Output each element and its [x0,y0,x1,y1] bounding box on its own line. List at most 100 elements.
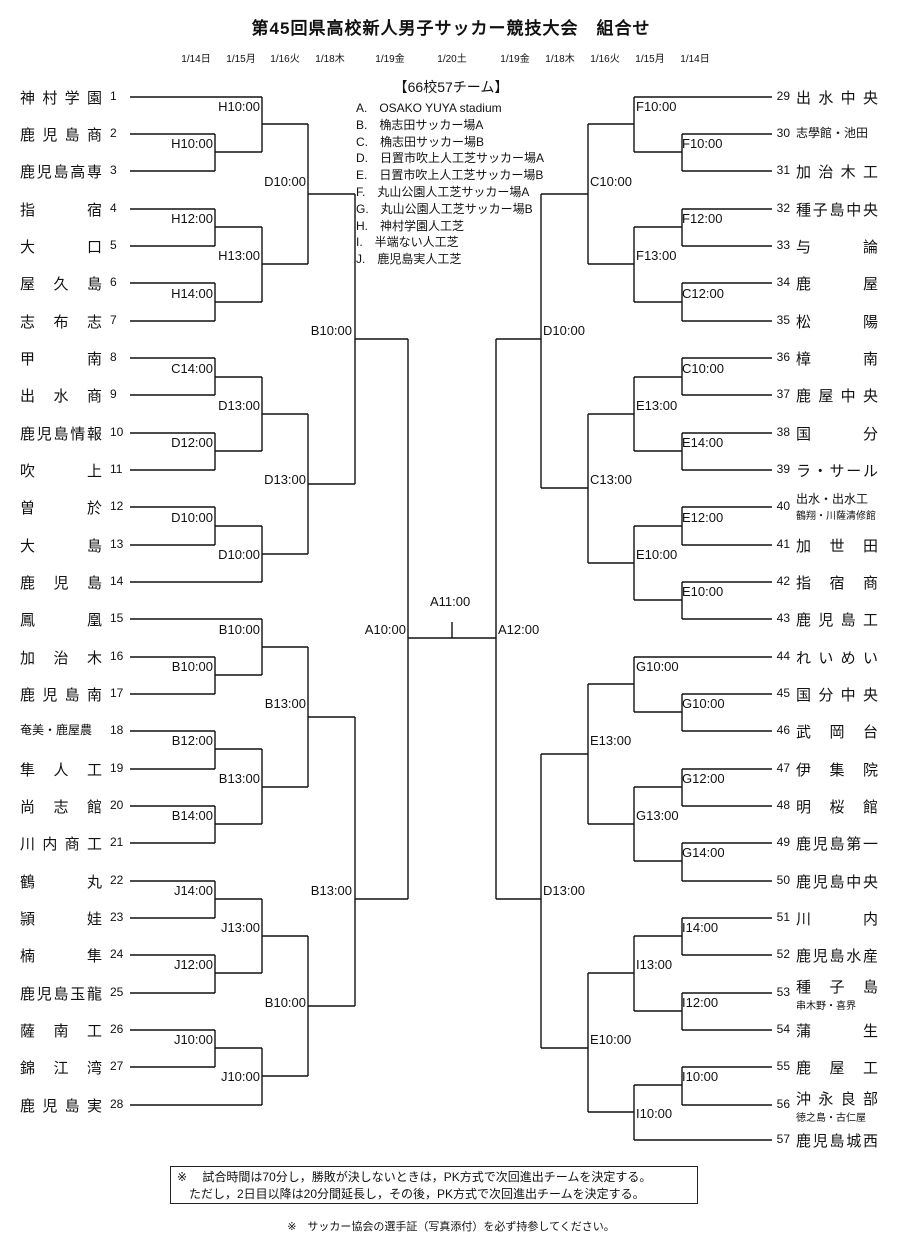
round-date: 1/18木 [315,54,345,65]
match-time-label: J10:00 [220,1069,260,1084]
seed-number: 13 [110,537,124,551]
team-name: 鹿児島南 [20,687,102,704]
seed-number: 16 [110,649,124,663]
team-name: 奄美・鹿屋農 [20,723,93,737]
seed-number: 50 [776,873,790,887]
seed-number: 4 [110,201,117,215]
match-time-label: I10:00 [636,1106,673,1121]
seed-number: 33 [776,238,790,252]
page-title: 第45回県高校新人男子サッカー競技大会 組合せ [251,19,651,38]
team-name: 吹 上 [20,463,102,480]
seed-number: 2 [110,126,117,140]
team-name: ラ・サール [796,463,878,480]
seed-number: 42 [776,574,790,588]
round-date: 1/14日 [680,54,710,65]
match-time-label: G10:00 [682,696,725,711]
seed-number: 46 [776,723,790,737]
seed-number: 18 [110,723,124,737]
seed-number: 57 [776,1132,790,1146]
match-time-label: A12:00 [498,622,540,637]
seed-number: 6 [110,275,117,289]
match-time-label: J14:00 [173,883,213,898]
seed-number: 27 [110,1059,124,1073]
team-name: 楠 隼 [20,948,102,965]
seed-number: 23 [110,910,124,924]
seed-number: 30 [776,126,790,140]
team-entry: 錦江湾 [20,1057,102,1078]
seed-number: 47 [776,761,790,775]
team-entry: 加治木 [20,647,102,668]
seed-number: 22 [110,873,124,887]
round-date: 1/19金 [375,54,405,65]
seed-number: 53 [776,985,790,999]
team-name: 鹿児島玉龍 [20,986,102,1003]
seed-number: 21 [110,835,124,849]
team-entry: 松 陽 [796,311,878,332]
team-name: 国 分 [796,426,878,443]
team-name: 国分中央 [796,687,878,704]
team-name: 鹿児島工 [796,612,878,629]
match-time-label: D10:00 [543,323,585,338]
team-name: 大 島 [20,538,102,555]
team-entry: ラ・サール [796,460,878,481]
team-name: 頴 娃 [20,911,102,928]
match-time-label: H13:00 [218,248,260,263]
team-entry: 明桜館 [796,796,878,817]
team-entry: 曽 於 [20,497,102,518]
round-date: 1/19金 [500,54,530,65]
match-time-label: D13:00 [264,472,306,487]
round-date: 1/16火 [590,54,620,65]
team-entry: 鹿児島工 [796,609,878,630]
team-sub-name: 鶴翔・川薩清修館 [796,511,876,522]
seed-number: 43 [776,611,790,625]
team-name: 指 宿 [20,202,102,219]
team-name: 加世田 [796,538,878,555]
seed-number: 48 [776,798,790,812]
match-time-label: C13:00 [590,472,632,487]
team-name: 鹿児島中央 [796,874,878,891]
match-time-label: D13:00 [543,883,585,898]
team-entry: 屋久島 [20,273,102,294]
team-entry: 蒲 生 [796,1020,878,1041]
match-time-label: B14:00 [171,808,213,823]
seed-number: 28 [110,1097,124,1111]
team-entry: 楠 隼 [20,945,102,966]
team-entry: 出水商 [20,385,102,406]
round-date: 1/18木 [545,54,575,65]
match-time-label: J12:00 [173,957,213,972]
team-entry: 鳳 凰 [20,609,102,630]
match-time-label: E10:00 [636,547,678,562]
team-name: 明桜館 [796,799,878,816]
match-time-label: E13:00 [590,733,632,748]
venue-item: E. 日置市吹上人工芝サッカー場B [356,168,544,183]
match-time-label: F13:00 [636,248,677,263]
seed-number: 37 [776,387,790,401]
team-name: 薩南工 [20,1023,102,1040]
team-name: 出水商 [20,388,102,405]
team-entry: 鶴 丸 [20,871,102,892]
team-entry: 志學館・池田 [796,124,878,141]
match-time-label: I14:00 [682,920,719,935]
seed-number: 1 [110,89,117,103]
match-time-label: B10:00 [310,323,352,338]
match-time-label: D13:00 [218,398,260,413]
seed-number: 56 [776,1097,790,1111]
seed-number: 25 [110,985,124,999]
team-name: 沖永良部 [796,1091,878,1108]
match-time-label: B10:00 [264,995,306,1010]
team-entry: 大 島 [20,535,102,556]
venue-item: C. 桷志田サッカー場B [356,134,485,149]
seed-number: 39 [776,462,790,476]
team-name: 鹿児島第一 [796,836,878,853]
team-name: 川内商工 [20,836,102,853]
footer-note: ※ サッカー協会の選手証（写真添付）を必ず持参してください。 [287,1221,615,1233]
team-name: 志學館・池田 [796,126,869,140]
match-time-label: E13:00 [636,398,678,413]
team-name: 与 論 [796,239,878,256]
team-name: 神村学園 [20,90,102,107]
team-entry: 与 論 [796,236,878,257]
team-entry: 頴 娃 [20,908,102,929]
team-entry: 甲 南 [20,348,102,369]
team-name: 武岡台 [796,724,878,741]
match-time-label: B13:00 [264,696,306,711]
